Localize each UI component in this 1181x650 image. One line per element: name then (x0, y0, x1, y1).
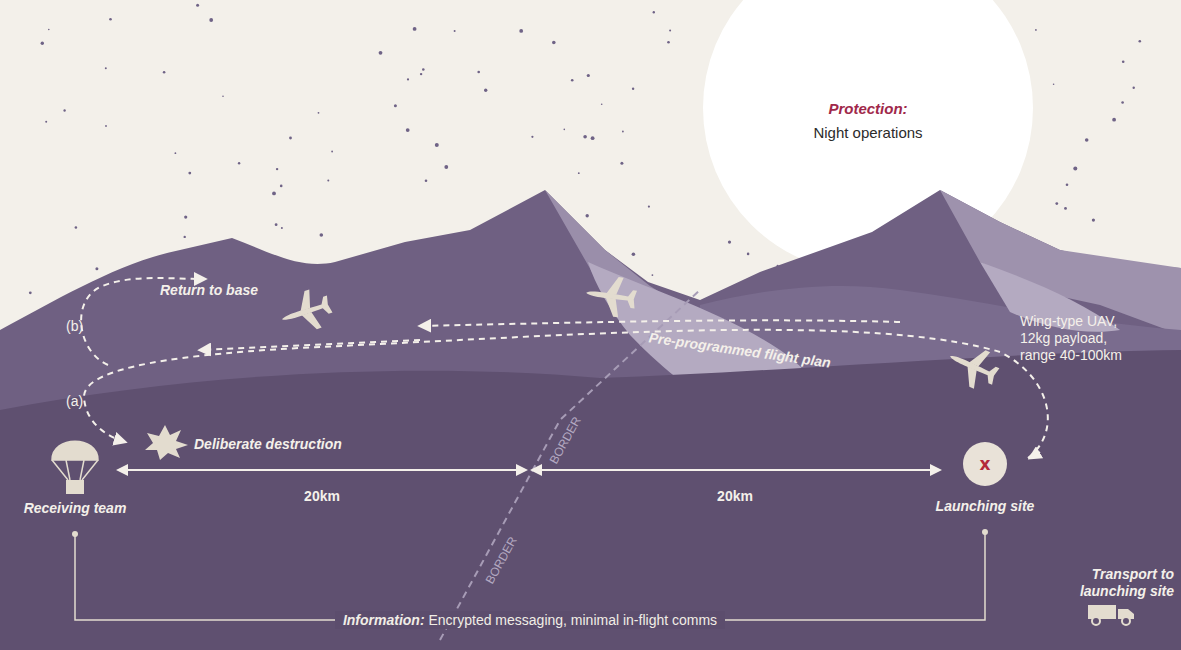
note-text: Night operations (813, 124, 922, 141)
connector-end (72, 531, 78, 537)
uav-spec: Wing-type UAV, 12kg payload, range 40-10… (1020, 313, 1138, 364)
path-label: Deliberate destruction (194, 436, 342, 453)
note-text: Transport to launching site (1068, 566, 1174, 600)
site-mark: x (980, 454, 991, 474)
info-connector (75, 532, 985, 620)
node-label: Launching site (936, 498, 1035, 514)
connector-end (982, 529, 988, 535)
heading-label: Protection: (828, 100, 907, 117)
branch-letter: (a) (66, 393, 83, 410)
site-circle: x (963, 442, 1007, 486)
distance-label: 20km (304, 488, 340, 505)
distance-label: 20km (717, 488, 753, 505)
edge-label: Information: Encrypted messaging, minima… (335, 611, 725, 629)
branch-letter: (b) (66, 318, 83, 335)
launch-site-node: xLaunching site (936, 442, 1035, 514)
receiving-node: Receiving team (24, 500, 127, 516)
node-label: Receiving team (24, 500, 127, 516)
path-label: Return to base (160, 282, 258, 299)
